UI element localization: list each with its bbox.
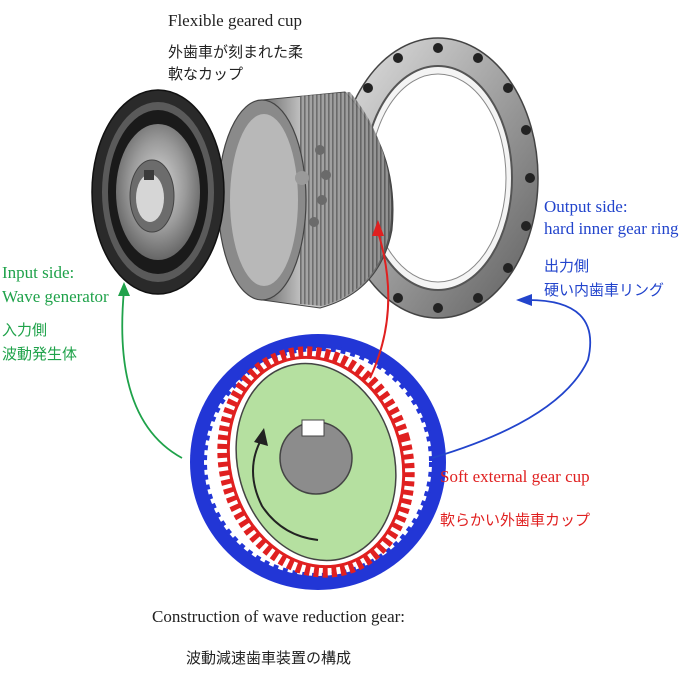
input-label-jp-2: 波動発生体 xyxy=(2,345,78,363)
input-label-en-2: Wave generator xyxy=(2,287,109,306)
output-arrow xyxy=(431,294,592,459)
flexible-cup-label-jp-2: 軟なカップ xyxy=(168,65,244,83)
output-gear-ring xyxy=(337,37,539,319)
input-label-en-1: Input side: xyxy=(2,263,75,282)
flexible-cup-label-jp-1: 外歯車が刻まれた柔 xyxy=(168,43,304,61)
output-label-en-1: Output side: xyxy=(544,197,628,216)
output-label-jp-1: 出力側 xyxy=(544,257,590,275)
input-arrow xyxy=(118,282,183,459)
keyway-icon xyxy=(301,419,325,437)
output-label-jp-2: 硬い内歯車リング xyxy=(544,281,665,299)
gear-cross-section xyxy=(190,334,446,590)
caption-jp: 波動減速歯車装置の構成 xyxy=(186,649,352,667)
caption-en: Construction of wave reduction gear: xyxy=(152,607,406,626)
input-label-jp-1: 入力側 xyxy=(2,321,48,339)
flexible-cup-label-en: Flexible geared cup xyxy=(168,11,303,30)
rotation-arrow-icon xyxy=(252,437,319,541)
soft-cup-label-jp: 軟らかい外歯車カップ xyxy=(440,511,591,529)
soft-cup-label-en: Soft external gear cup xyxy=(440,467,590,486)
output-label-en-2: hard inner gear ring xyxy=(544,219,679,238)
wave-generator-photo xyxy=(91,89,225,295)
flexible-geared-cup xyxy=(217,91,394,309)
keyway-icon xyxy=(144,170,154,180)
cup-arrow xyxy=(369,220,390,379)
